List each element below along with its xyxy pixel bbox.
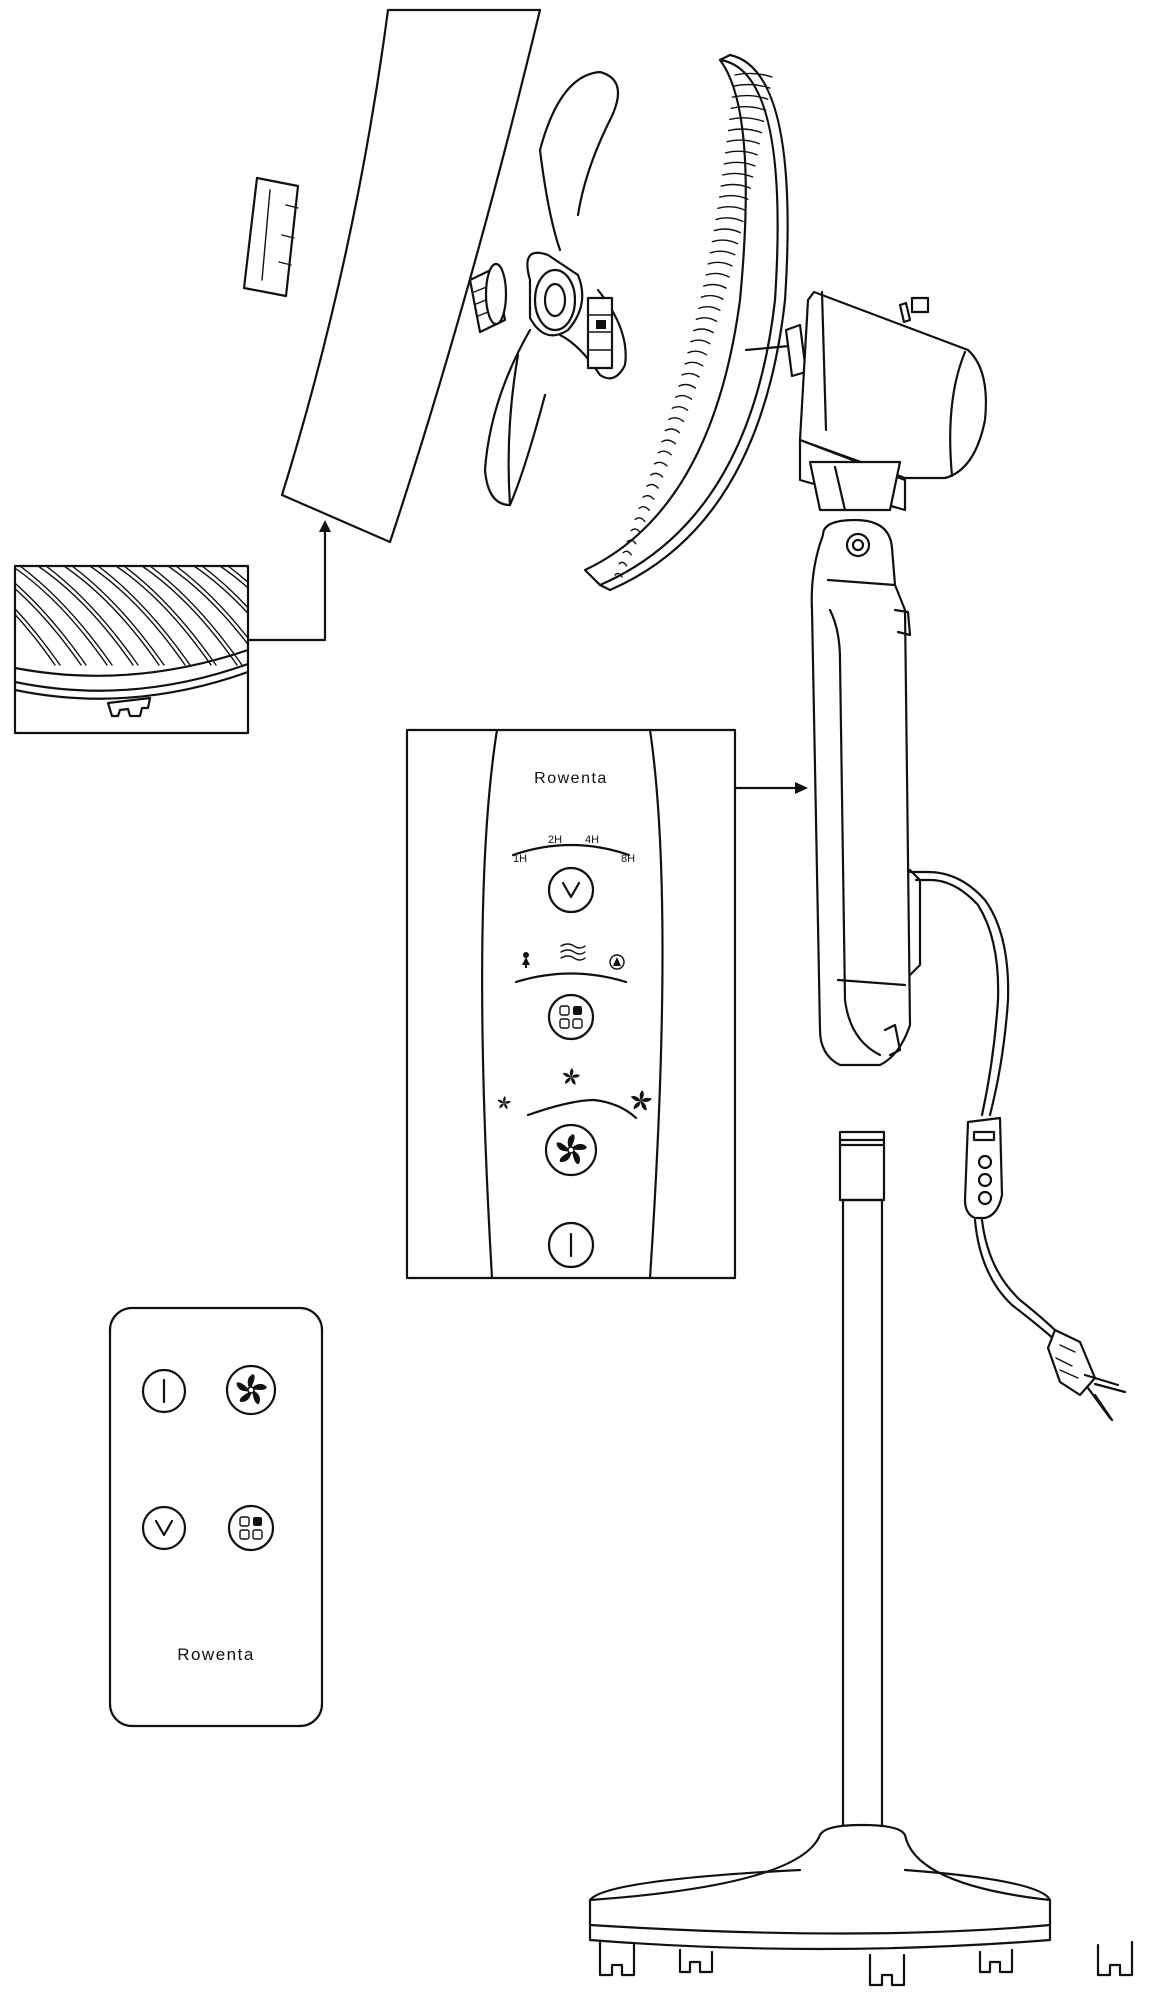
control-panel-inset: Rowenta 1H 2H 4H 8H <box>405 728 808 1280</box>
mode-icon <box>239 1516 263 1540</box>
fan-blade <box>483 70 627 507</box>
power-cord <box>908 870 1127 1422</box>
front-grille <box>280 8 542 544</box>
base-wheels <box>598 1940 1134 1987</box>
timer-label: 2H <box>548 834 562 846</box>
timer-icon <box>154 1519 174 1537</box>
timer-button[interactable] <box>547 866 595 914</box>
fan-speed-icon <box>556 1134 587 1165</box>
power-plug <box>1046 1328 1127 1422</box>
panel-brand-logo: Rowenta <box>534 770 608 787</box>
timer-label: 8H <box>621 853 635 865</box>
fan-base <box>588 1823 1134 1987</box>
spinner-cap <box>468 262 508 334</box>
power-button[interactable] <box>547 1221 595 1269</box>
fan-speed-icon <box>236 1374 267 1405</box>
sleep-mode-icon <box>522 952 530 968</box>
natural-wind-icon <box>560 943 586 961</box>
remote-timer-button[interactable] <box>141 1505 187 1551</box>
fan-speed-button[interactable] <box>544 1123 598 1177</box>
remote-power-button[interactable] <box>141 1368 187 1414</box>
speed-medium-icon <box>562 1068 580 1085</box>
mode-button[interactable] <box>547 993 595 1041</box>
auto-mode-icon <box>609 954 625 970</box>
remote-fan-speed-button[interactable] <box>225 1364 277 1416</box>
mode-icon <box>559 1005 583 1029</box>
remote-brand-logo: Rowenta <box>177 1645 255 1664</box>
timer-label: 1H <box>513 853 527 865</box>
timer-label: 4H <box>585 834 599 846</box>
blade-nut <box>586 296 614 370</box>
speed-low-icon <box>497 1096 511 1110</box>
remote-control: Rowenta <box>108 1306 324 1728</box>
timer-icon <box>561 881 581 899</box>
lower-pole <box>838 1130 886 1842</box>
motor-housing <box>744 290 987 512</box>
rear-grille <box>583 53 789 592</box>
remote-mode-button[interactable] <box>227 1504 275 1552</box>
grille-latch-detail <box>13 520 331 735</box>
control-column <box>810 518 922 1067</box>
grille-clip <box>242 176 300 298</box>
speed-high-icon <box>630 1090 652 1111</box>
